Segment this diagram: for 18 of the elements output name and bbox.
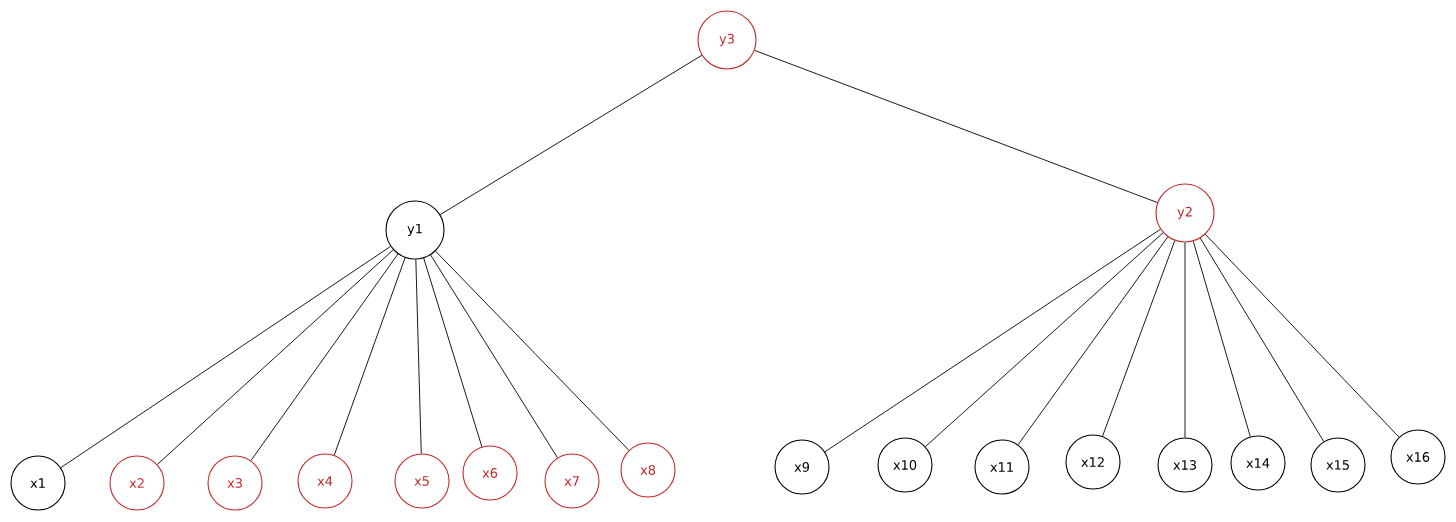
connector-line	[423, 257, 483, 448]
connector-line	[754, 50, 1158, 203]
connector-line	[430, 254, 558, 459]
connector-line	[435, 250, 630, 451]
connector-line	[439, 54, 703, 216]
connector-line	[333, 257, 406, 456]
connector-line	[60, 246, 391, 469]
connector-line	[156, 249, 394, 465]
connector-line	[415, 259, 422, 454]
connector-line	[1204, 233, 1400, 438]
connector-line	[1199, 237, 1325, 442]
connector-line	[925, 232, 1164, 447]
connector-line	[1184, 242, 1186, 438]
connector-line	[1192, 240, 1251, 437]
connector-line	[250, 253, 399, 461]
connector-line	[1017, 236, 1169, 446]
connector-line	[824, 228, 1161, 453]
connector-line	[1102, 240, 1176, 437]
